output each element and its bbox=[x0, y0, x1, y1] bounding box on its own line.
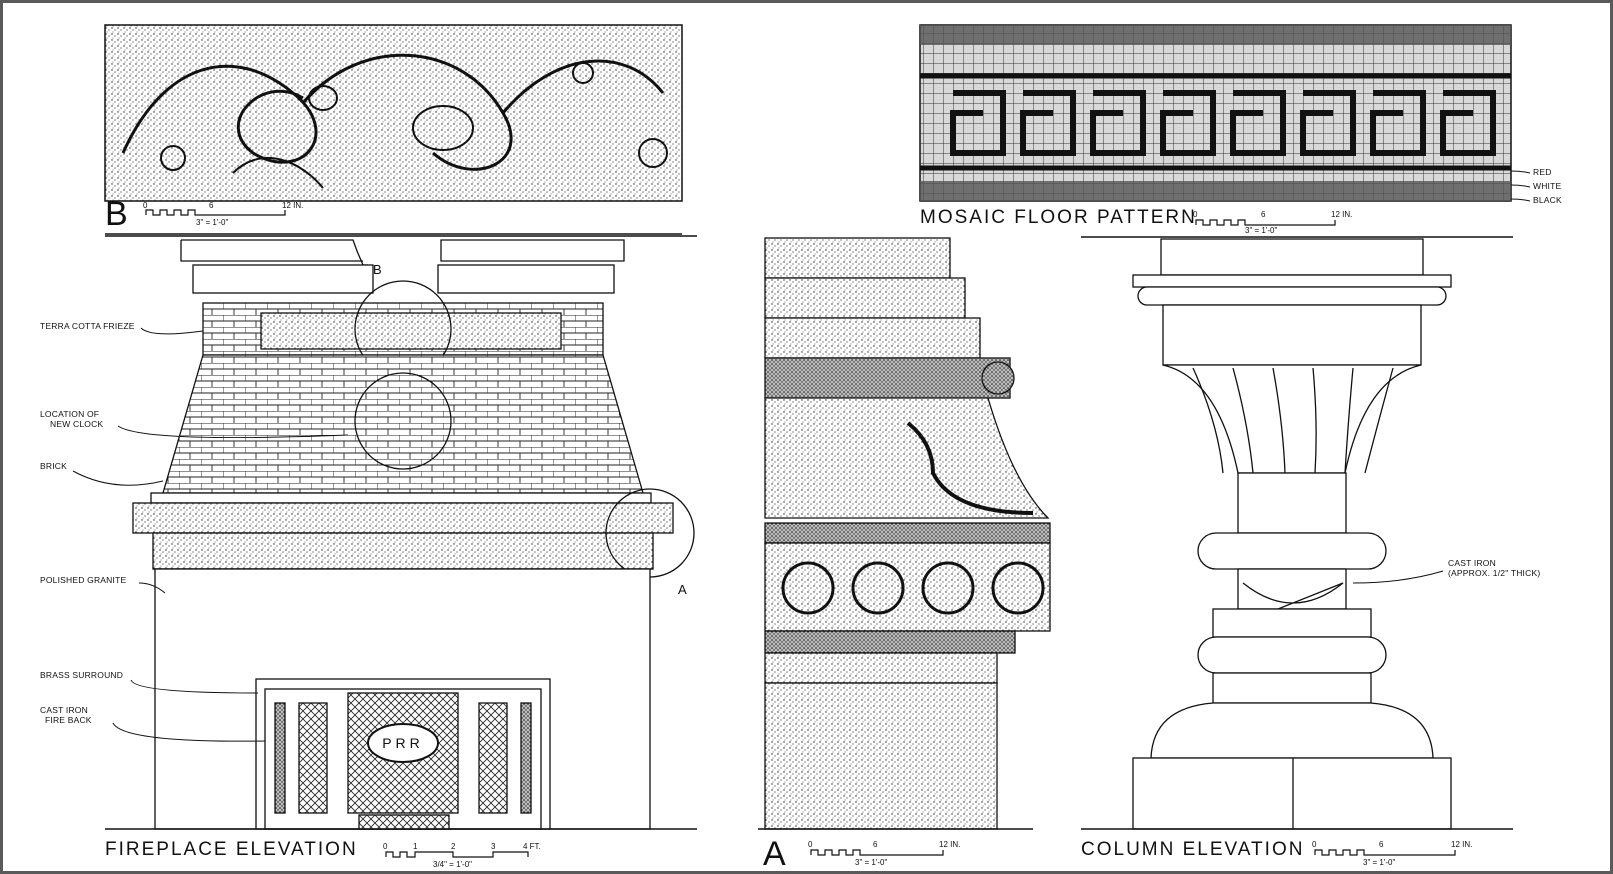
callout-brass-surround: BRASS SURROUND bbox=[40, 670, 123, 680]
callout-terra-cotta-frieze: TERRA COTTA FRIEZE bbox=[40, 321, 135, 331]
mosaic-scale-bar: 0 6 12 IN. 3" = 1'-0" bbox=[1193, 210, 1352, 235]
mosaic-title: MOSAIC FLOOR PATTERN bbox=[920, 207, 1197, 228]
detail-a-scale-tick-0: 0 bbox=[808, 840, 813, 849]
detail-b-letter: B bbox=[105, 195, 128, 233]
column-title: COLUMN ELEVATION bbox=[1081, 839, 1304, 860]
column-elevation bbox=[1132, 238, 1452, 830]
fireplace-scale-tick-4ft: 4 FT. bbox=[523, 842, 541, 851]
fireplace-elevation bbox=[132, 239, 695, 830]
fireplace-scale-tick-0: 0 bbox=[383, 842, 388, 851]
column-scale-bar: 0 6 12 IN. 3" = 1'-0" bbox=[1312, 840, 1472, 867]
frieze-scale-ratio: 3" = 1'-0" bbox=[196, 218, 228, 227]
callout-cast-iron-line1: CAST IRON bbox=[40, 705, 88, 715]
callout-brick: BRICK bbox=[40, 461, 67, 471]
detail-a-scale-ratio: 3" = 1'-0" bbox=[855, 858, 887, 867]
fireplace-scale-tick-1: 1 bbox=[413, 842, 418, 851]
column-callout-line1: CAST IRON bbox=[1448, 558, 1496, 568]
mosaic-panel bbox=[919, 24, 1512, 202]
callout-cast-iron-line2: FIRE BACK bbox=[45, 715, 92, 725]
callout-clock-line2: NEW CLOCK bbox=[50, 419, 103, 429]
column-scale-tick-6: 6 bbox=[1379, 840, 1384, 849]
legend-black: BLACK bbox=[1533, 195, 1562, 205]
detail-a-section bbox=[764, 237, 1051, 830]
column-scale-ratio: 3" = 1'-0" bbox=[1363, 858, 1395, 867]
frieze-detail-panel bbox=[104, 24, 683, 202]
frieze-scale-bar: 0 6 12 IN. 3" = 1'-0" bbox=[143, 201, 303, 227]
mosaic-legend: RED WHITE BLACK bbox=[1510, 167, 1562, 205]
detail-mark-a: A bbox=[678, 582, 687, 597]
fireplace-callouts bbox=[72, 327, 349, 742]
mosaic-scale-tick-6: 6 bbox=[1261, 210, 1266, 219]
mosaic-scale-ratio: 3" = 1'-0" bbox=[1245, 226, 1277, 235]
fireplace-scale-bar: 0 1 2 3 4 FT. 3/4" = 1'-0" bbox=[383, 842, 541, 869]
frieze-scale-tick-12: 12 IN. bbox=[282, 201, 303, 210]
prr-monogram: PRR bbox=[382, 735, 424, 751]
column-scale-tick-12: 12 IN. bbox=[1451, 840, 1472, 849]
legend-red: RED bbox=[1533, 167, 1552, 177]
frieze-scale-tick-0: 0 bbox=[143, 201, 148, 210]
column-scale-tick-0: 0 bbox=[1312, 840, 1317, 849]
frieze-scale-tick-6: 6 bbox=[209, 201, 214, 210]
fireplace-scale-tick-3: 3 bbox=[491, 842, 496, 851]
fireplace-scale-ratio: 3/4" = 1'-0" bbox=[433, 860, 472, 869]
detail-mark-b: B bbox=[373, 262, 382, 277]
mosaic-scale-tick-0: 0 bbox=[1193, 210, 1198, 219]
fireplace-title: FIREPLACE ELEVATION bbox=[105, 839, 358, 860]
drawing-sheet: B 0 6 12 IN. 3" = 1'-0" RED WHITE BLACK … bbox=[3, 3, 1610, 871]
detail-a-scale-bar: 0 6 12 IN. 3" = 1'-0" bbox=[808, 840, 960, 867]
fireplace-scale-tick-2: 2 bbox=[451, 842, 456, 851]
detail-a-scale-tick-6: 6 bbox=[873, 840, 878, 849]
detail-a-letter: A bbox=[763, 835, 786, 871]
callout-polished-granite: POLISHED GRANITE bbox=[40, 575, 126, 585]
column-callout-line2: (APPROX. 1/2" THICK) bbox=[1448, 568, 1540, 578]
detail-a-scale-tick-12: 12 IN. bbox=[939, 840, 960, 849]
callout-clock-line1: LOCATION OF bbox=[40, 409, 99, 419]
legend-white: WHITE bbox=[1533, 181, 1562, 191]
architectural-drawing: B 0 6 12 IN. 3" = 1'-0" RED WHITE BLACK … bbox=[40, 24, 1562, 871]
cast-iron-leader bbox=[1352, 570, 1444, 584]
mosaic-scale-tick-12: 12 IN. bbox=[1331, 210, 1352, 219]
